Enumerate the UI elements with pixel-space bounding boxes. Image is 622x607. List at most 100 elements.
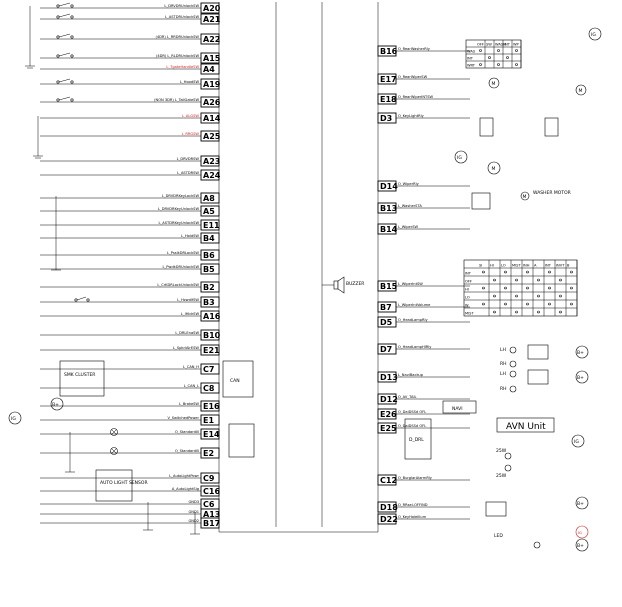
headlamp-low: LH RH B+ bbox=[500, 344, 589, 368]
buzzer: BUZZER bbox=[322, 276, 364, 294]
pin-label: A21 bbox=[203, 15, 221, 24]
auto-light-sensor-label: AUTO LIGHT SENSOR bbox=[100, 480, 148, 486]
signal-label: L_DRLEnaSW bbox=[175, 331, 199, 335]
connector-pin bbox=[200, 52, 220, 64]
svg-text:M: M bbox=[579, 88, 583, 94]
signal-label: O_BurglarAlarmRly bbox=[398, 476, 433, 480]
drl-lamp-icon bbox=[504, 464, 512, 472]
connector-pin bbox=[200, 363, 220, 375]
table-row-label: MIST bbox=[465, 312, 474, 316]
table-header: INT bbox=[545, 264, 552, 268]
svg-text:LH: LH bbox=[500, 347, 506, 353]
table-row-label: LO bbox=[465, 296, 470, 300]
svg-text:B+: B+ bbox=[577, 501, 584, 507]
signal-label: O_RRsel-OFFIND bbox=[398, 503, 428, 507]
headlamp-hi-lh-icon bbox=[509, 370, 517, 378]
headlamp-hi-rh-icon bbox=[509, 385, 517, 393]
connector-pin bbox=[200, 472, 220, 484]
pin-label: D12 bbox=[380, 395, 398, 404]
b-plus-terminal-icon bbox=[575, 370, 589, 384]
pin-label: B17 bbox=[203, 519, 220, 528]
connector-pin bbox=[200, 382, 220, 394]
headlamp-hi-relay-box bbox=[527, 369, 549, 385]
signal-label: O_KeyLightRly bbox=[398, 114, 425, 118]
table-row-label: WRT bbox=[467, 64, 476, 68]
connector-pin bbox=[200, 130, 220, 142]
signal-label: O_StandardIll bbox=[175, 430, 199, 434]
svg-text:25W: 25W bbox=[496, 473, 507, 479]
signal-label: O_WiperRly bbox=[398, 182, 420, 186]
pin-label: B13 bbox=[380, 204, 397, 213]
signal-label: O_StandardIll bbox=[175, 449, 199, 453]
pin-label: A4 bbox=[203, 65, 215, 74]
connector-pin bbox=[200, 33, 220, 45]
signal-label: L_DRVDRKeyUnlockSW bbox=[158, 207, 200, 211]
burglar-alarm-relay-box bbox=[485, 501, 507, 517]
smk-cluster-label: SMK CLUSTER bbox=[64, 372, 95, 378]
table-header: A bbox=[534, 264, 537, 268]
signal-label: L_ASTDRUnlockSW bbox=[165, 15, 199, 19]
signal-label: O_HeadLampHIRly bbox=[398, 345, 432, 349]
signal-label: L_ASTDRSW bbox=[177, 171, 199, 175]
headlamp-relay-box bbox=[527, 344, 549, 360]
pin-label: E2 bbox=[203, 449, 214, 458]
pin-label: A20 bbox=[203, 4, 221, 13]
pin-label: D3 bbox=[380, 114, 392, 123]
table-header: WASH bbox=[495, 43, 506, 47]
pin-label: B3 bbox=[203, 298, 215, 307]
signal-label: L_HoodSW bbox=[180, 80, 199, 84]
connector-pin bbox=[200, 281, 220, 293]
signal-label: L_WiperSW bbox=[398, 225, 419, 229]
connector-pin bbox=[200, 263, 220, 275]
pin-label: D14 bbox=[380, 182, 398, 191]
connector-pin bbox=[200, 13, 220, 25]
svg-text:M: M bbox=[492, 81, 496, 87]
pin-label: C7 bbox=[203, 365, 214, 374]
signal-label: L_DRVDRKeyLockSW bbox=[162, 194, 200, 198]
table-header: WP bbox=[513, 43, 520, 47]
signal-label: (4DR) L_RLDRUnlockSW bbox=[156, 54, 200, 58]
signal-label: L_IHldrSW bbox=[181, 312, 200, 316]
pin-label: E17 bbox=[380, 75, 397, 84]
connector-pin bbox=[200, 344, 220, 356]
table-header: SI bbox=[479, 264, 482, 268]
signal-label: L_CAN_H bbox=[183, 365, 199, 369]
signal-label: L_WiperIntVolume bbox=[398, 303, 431, 307]
pin-label: D7 bbox=[380, 345, 392, 354]
pin-label: B15 bbox=[380, 282, 398, 291]
key-light-relay-box bbox=[479, 117, 494, 137]
pin-label: E14 bbox=[203, 430, 220, 439]
buzzer-label: BUZZER bbox=[346, 281, 364, 287]
table-row-label: WAS bbox=[467, 50, 476, 54]
pin-label: D5 bbox=[380, 318, 393, 327]
signal-label: (4DR) L_RRDRUnlockSW bbox=[155, 35, 199, 39]
b-plus-terminal-icon bbox=[575, 345, 589, 359]
signal-label: O_AV_TAIL bbox=[398, 395, 417, 399]
table-frame bbox=[463, 259, 578, 317]
table-header: HI bbox=[490, 264, 494, 268]
svg-text:RH: RH bbox=[500, 386, 507, 392]
pin-label: A5 bbox=[203, 207, 215, 216]
pin-label: D18 bbox=[380, 503, 398, 512]
connector-pin bbox=[200, 219, 220, 231]
signal-label: L_CrKDRLockUnlockSW bbox=[157, 283, 199, 287]
signal-label: L_CAN_L bbox=[184, 384, 199, 388]
ig-terminal-icon bbox=[8, 411, 22, 425]
signal-label: GND1 bbox=[188, 510, 199, 514]
signal-label: L_SpkrlAlrESW bbox=[173, 346, 199, 350]
pin-label: B2 bbox=[203, 283, 215, 292]
left-connector-pins: A20L_DRVDRUnlockSWA21L_ASTDRUnlockSWA22(… bbox=[40, 2, 221, 529]
left-wiring: SMK CLUSTER CAN B+ IG AUTO LIGHT SENSOR bbox=[8, 2, 255, 535]
connector-pin bbox=[200, 400, 220, 412]
buzzer-horn-icon bbox=[337, 276, 345, 294]
ig-terminal-icon bbox=[575, 525, 589, 539]
rear-wiper-motor-2-icon bbox=[575, 84, 587, 96]
signal-label: O_HeadLampRly bbox=[398, 318, 429, 322]
svg-text:B+: B+ bbox=[577, 375, 584, 381]
signal-label: (NON 3DR) L_TailGateSW bbox=[154, 98, 199, 102]
b-plus-terminal-icon bbox=[575, 496, 589, 510]
